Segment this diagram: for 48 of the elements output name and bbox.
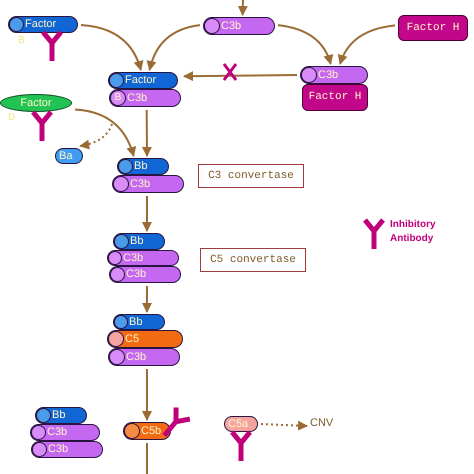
outcome-label: CNV — [310, 418, 334, 429]
arrow — [80, 24, 143, 71]
protein-complex — [112, 158, 184, 193]
stage-label: C3 convertase — [198, 164, 304, 188]
protein-complex — [107, 233, 181, 283]
dotted-arrow — [79, 124, 113, 150]
protein-label: Bb — [129, 315, 142, 329]
arrow — [183, 71, 298, 82]
stage-label: C5 convertase — [200, 248, 306, 272]
arrow — [142, 110, 152, 157]
arrow — [146, 24, 200, 71]
protein-label: C3b — [123, 251, 144, 265]
arrow — [142, 196, 152, 232]
arrow — [238, 0, 248, 16]
subunit-letter: D — [8, 113, 16, 123]
protein-label: Factor — [125, 73, 156, 88]
protein-label: Ba — [59, 149, 72, 163]
arrow — [142, 369, 152, 421]
subunit-letter: B — [114, 93, 122, 103]
protein-label: C5b — [141, 424, 162, 438]
protein-label: Factor H — [398, 15, 468, 41]
protein-ellipse: Factor — [0, 94, 72, 112]
protein-label: C3b — [126, 350, 146, 364]
dotted-arrow — [260, 420, 308, 431]
arrow — [278, 24, 333, 65]
protein-label: Bb — [134, 159, 148, 174]
protein-label: C3b — [130, 176, 150, 192]
protein-label: C3b — [221, 18, 242, 34]
protein-label: Bb — [130, 234, 144, 249]
arrow — [338, 24, 396, 65]
arrow — [74, 108, 136, 157]
protein-label: Factor H — [302, 84, 368, 111]
protein-label: C3b — [126, 267, 146, 282]
protein-label: C3b — [48, 442, 68, 457]
protein-label: Bb — [52, 408, 66, 423]
protein-label: C5a — [228, 417, 248, 431]
protein-label: C3b — [318, 68, 338, 82]
protein-complex — [108, 72, 181, 107]
subunit-letter: B — [18, 36, 25, 46]
legend-text: Inhibitory Antibody — [390, 218, 437, 246]
protein-label: C3b — [47, 425, 68, 440]
protein-label: Factor — [25, 17, 56, 32]
protein-complex — [300, 66, 368, 111]
protein-label: C5 — [125, 332, 140, 346]
protein-label: C3b — [127, 90, 148, 106]
protein-complex — [107, 314, 183, 366]
arrow — [142, 286, 152, 313]
protein-complex — [30, 407, 103, 458]
